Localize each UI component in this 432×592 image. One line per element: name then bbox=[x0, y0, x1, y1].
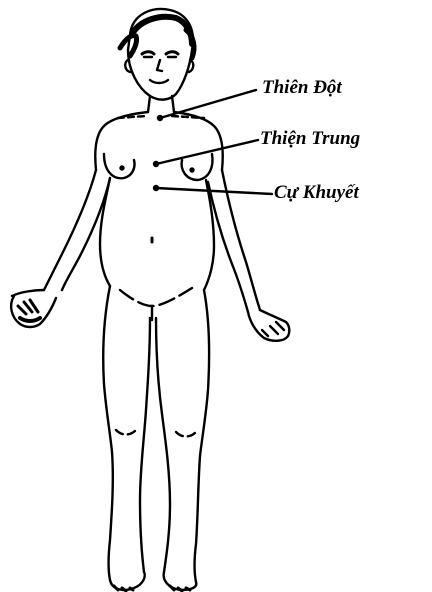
label-thien-dot: Thiên Đột bbox=[262, 78, 342, 97]
label-thien-trung: Thiện Trung bbox=[260, 129, 360, 148]
cu-khuyet-leader bbox=[156, 188, 272, 194]
thien-trung-leader bbox=[156, 140, 258, 164]
torso bbox=[95, 112, 222, 320]
head bbox=[120, 9, 194, 100]
label-cu-khuyet: Cự Khuyết bbox=[274, 183, 359, 202]
left-arm bbox=[11, 170, 110, 327]
legs bbox=[103, 286, 209, 591]
